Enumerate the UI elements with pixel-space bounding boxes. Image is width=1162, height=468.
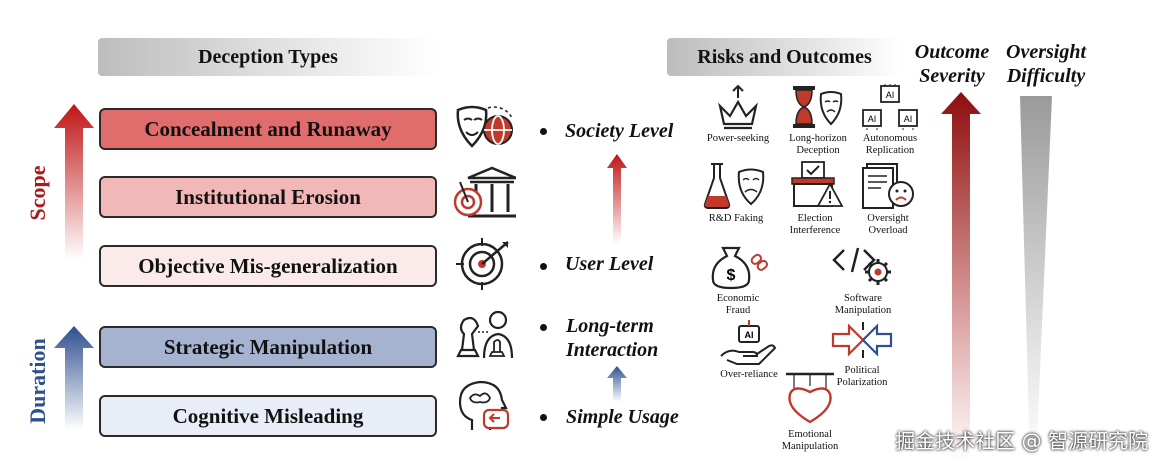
risk-label: Software bbox=[844, 293, 882, 304]
risk-autonomous-replication: AI AI AI Autonomous Replication bbox=[852, 84, 928, 157]
society-arrow bbox=[607, 154, 627, 244]
chip-text: AI bbox=[886, 90, 895, 100]
risk-long-horizon-deception: Long-horizon Deception bbox=[780, 84, 856, 157]
risk-label: Over-reliance bbox=[720, 369, 778, 380]
long-term-line2: Interaction bbox=[566, 339, 659, 361]
risk-election-interference: Election Interference bbox=[777, 160, 853, 237]
hourglass-mask-icon bbox=[793, 86, 843, 128]
heart-puppet-icon bbox=[786, 372, 834, 424]
risk-label: Replication bbox=[865, 145, 915, 156]
type-label: Institutional Erosion bbox=[175, 184, 361, 209]
type-label: Strategic Manipulation bbox=[163, 334, 373, 359]
scope-arrow bbox=[54, 104, 94, 260]
duration-arrow bbox=[54, 326, 94, 430]
chess-person-icon bbox=[456, 310, 514, 359]
long-term-line1: Long-term bbox=[566, 315, 654, 337]
risk-label: Power-seeking bbox=[706, 133, 770, 144]
risk-emotional-manipulation: Emotional Manipulation bbox=[772, 372, 848, 453]
bullet bbox=[540, 414, 547, 421]
type-objective-misgeneralization: Objective Mis-generalization bbox=[99, 245, 437, 287]
oversight-line1: Oversight bbox=[1006, 41, 1086, 63]
risks-outcomes-title: Risks and Outcomes bbox=[697, 45, 872, 68]
risk-label: R&D Faking bbox=[708, 213, 764, 224]
risk-label: Manipulation bbox=[781, 441, 839, 452]
money-bag-chain-icon: $ bbox=[711, 246, 768, 290]
flask-mask-icon bbox=[703, 163, 765, 209]
risk-label: Election bbox=[797, 213, 833, 224]
outcome-severity-title: Outcome Severity bbox=[906, 40, 998, 88]
type-label: Concealment and Runaway bbox=[144, 116, 392, 141]
scope-label: Scope bbox=[25, 165, 50, 221]
oversight-difficulty-title: Oversight Difficulty bbox=[998, 40, 1094, 88]
risk-economic-fraud: $ Economic Fraud bbox=[700, 242, 776, 317]
type-label: Objective Mis-generalization bbox=[138, 253, 398, 278]
risk-over-reliance: AI Over-reliance bbox=[710, 320, 788, 381]
outcome-line1: Outcome bbox=[914, 41, 990, 63]
target-arrow-icon bbox=[456, 238, 509, 290]
deception-types-title: Deception Types bbox=[198, 45, 338, 68]
type-cognitive-misleading: Cognitive Misleading bbox=[99, 395, 437, 437]
risk-oversight-overload: Oversight Overload bbox=[850, 160, 926, 237]
hand-ai-icon: AI bbox=[720, 320, 777, 365]
duration-label: Duration bbox=[25, 338, 50, 424]
risk-label: Manipulation bbox=[834, 305, 892, 316]
brain-chat-icon bbox=[458, 380, 510, 430]
bullet bbox=[540, 324, 547, 331]
chip-replication-icon: AI AI AI bbox=[862, 84, 918, 130]
risk-label: Emotional bbox=[788, 429, 832, 440]
risk-label: Interference bbox=[789, 225, 841, 236]
document-sad-icon bbox=[862, 163, 914, 209]
risks-outcomes-header: Risks and Outcomes bbox=[667, 38, 902, 76]
risk-label: Polarization bbox=[836, 377, 888, 388]
long-term-interaction-label: Long-term Interaction bbox=[566, 314, 658, 362]
chip-text: AI bbox=[868, 114, 877, 124]
risk-label: Autonomous bbox=[862, 133, 918, 144]
risk-software-manipulation: Software Manipulation bbox=[822, 240, 904, 317]
type-label: Cognitive Misleading bbox=[172, 403, 364, 428]
risk-label: Economic bbox=[716, 293, 760, 304]
risk-label: Political bbox=[844, 365, 880, 376]
outcome-severity-arrow bbox=[941, 92, 981, 462]
opposing-arrows-icon bbox=[831, 322, 893, 358]
institution-target-icon bbox=[453, 166, 516, 218]
risk-label: Overload bbox=[868, 225, 908, 236]
oversight-line2: Difficulty bbox=[1006, 65, 1086, 87]
code-gear-icon bbox=[832, 247, 891, 285]
risk-political-polarization: Political Polarization bbox=[824, 318, 900, 389]
society-level-label: Society Level bbox=[565, 120, 674, 142]
type-concealment-runaway: Concealment and Runaway bbox=[99, 108, 437, 150]
outcome-line2: Severity bbox=[919, 65, 985, 87]
simple-usage-label: Simple Usage bbox=[566, 406, 679, 428]
deception-types-header: Deception Types bbox=[98, 38, 438, 76]
ballot-warning-icon bbox=[791, 161, 844, 207]
risk-label: Fraud bbox=[725, 305, 751, 316]
crown-icon bbox=[718, 84, 758, 130]
risk-label: Oversight bbox=[867, 213, 909, 224]
risk-label: Long-horizon bbox=[789, 133, 847, 144]
risk-label: Deception bbox=[796, 145, 840, 156]
watermark-text: 掘金技术社区 @ 智源研究院 bbox=[895, 429, 1148, 453]
risk-rd-faking: R&D Faking bbox=[696, 160, 776, 225]
simple-arrow bbox=[607, 366, 627, 402]
risk-power-seeking: Power-seeking bbox=[700, 84, 776, 145]
svg-text:$: $ bbox=[727, 267, 736, 284]
type-strategic-manipulation: Strategic Manipulation bbox=[99, 326, 437, 368]
chip-text: AI bbox=[745, 330, 754, 340]
type-institutional-erosion: Institutional Erosion bbox=[99, 176, 437, 218]
bullet bbox=[540, 128, 547, 135]
bullet bbox=[540, 263, 547, 270]
oversight-difficulty-wedge bbox=[1020, 96, 1052, 462]
user-level-label: User Level bbox=[565, 253, 654, 275]
chip-text: AI bbox=[904, 114, 913, 124]
mask-globe-icon bbox=[456, 105, 513, 148]
